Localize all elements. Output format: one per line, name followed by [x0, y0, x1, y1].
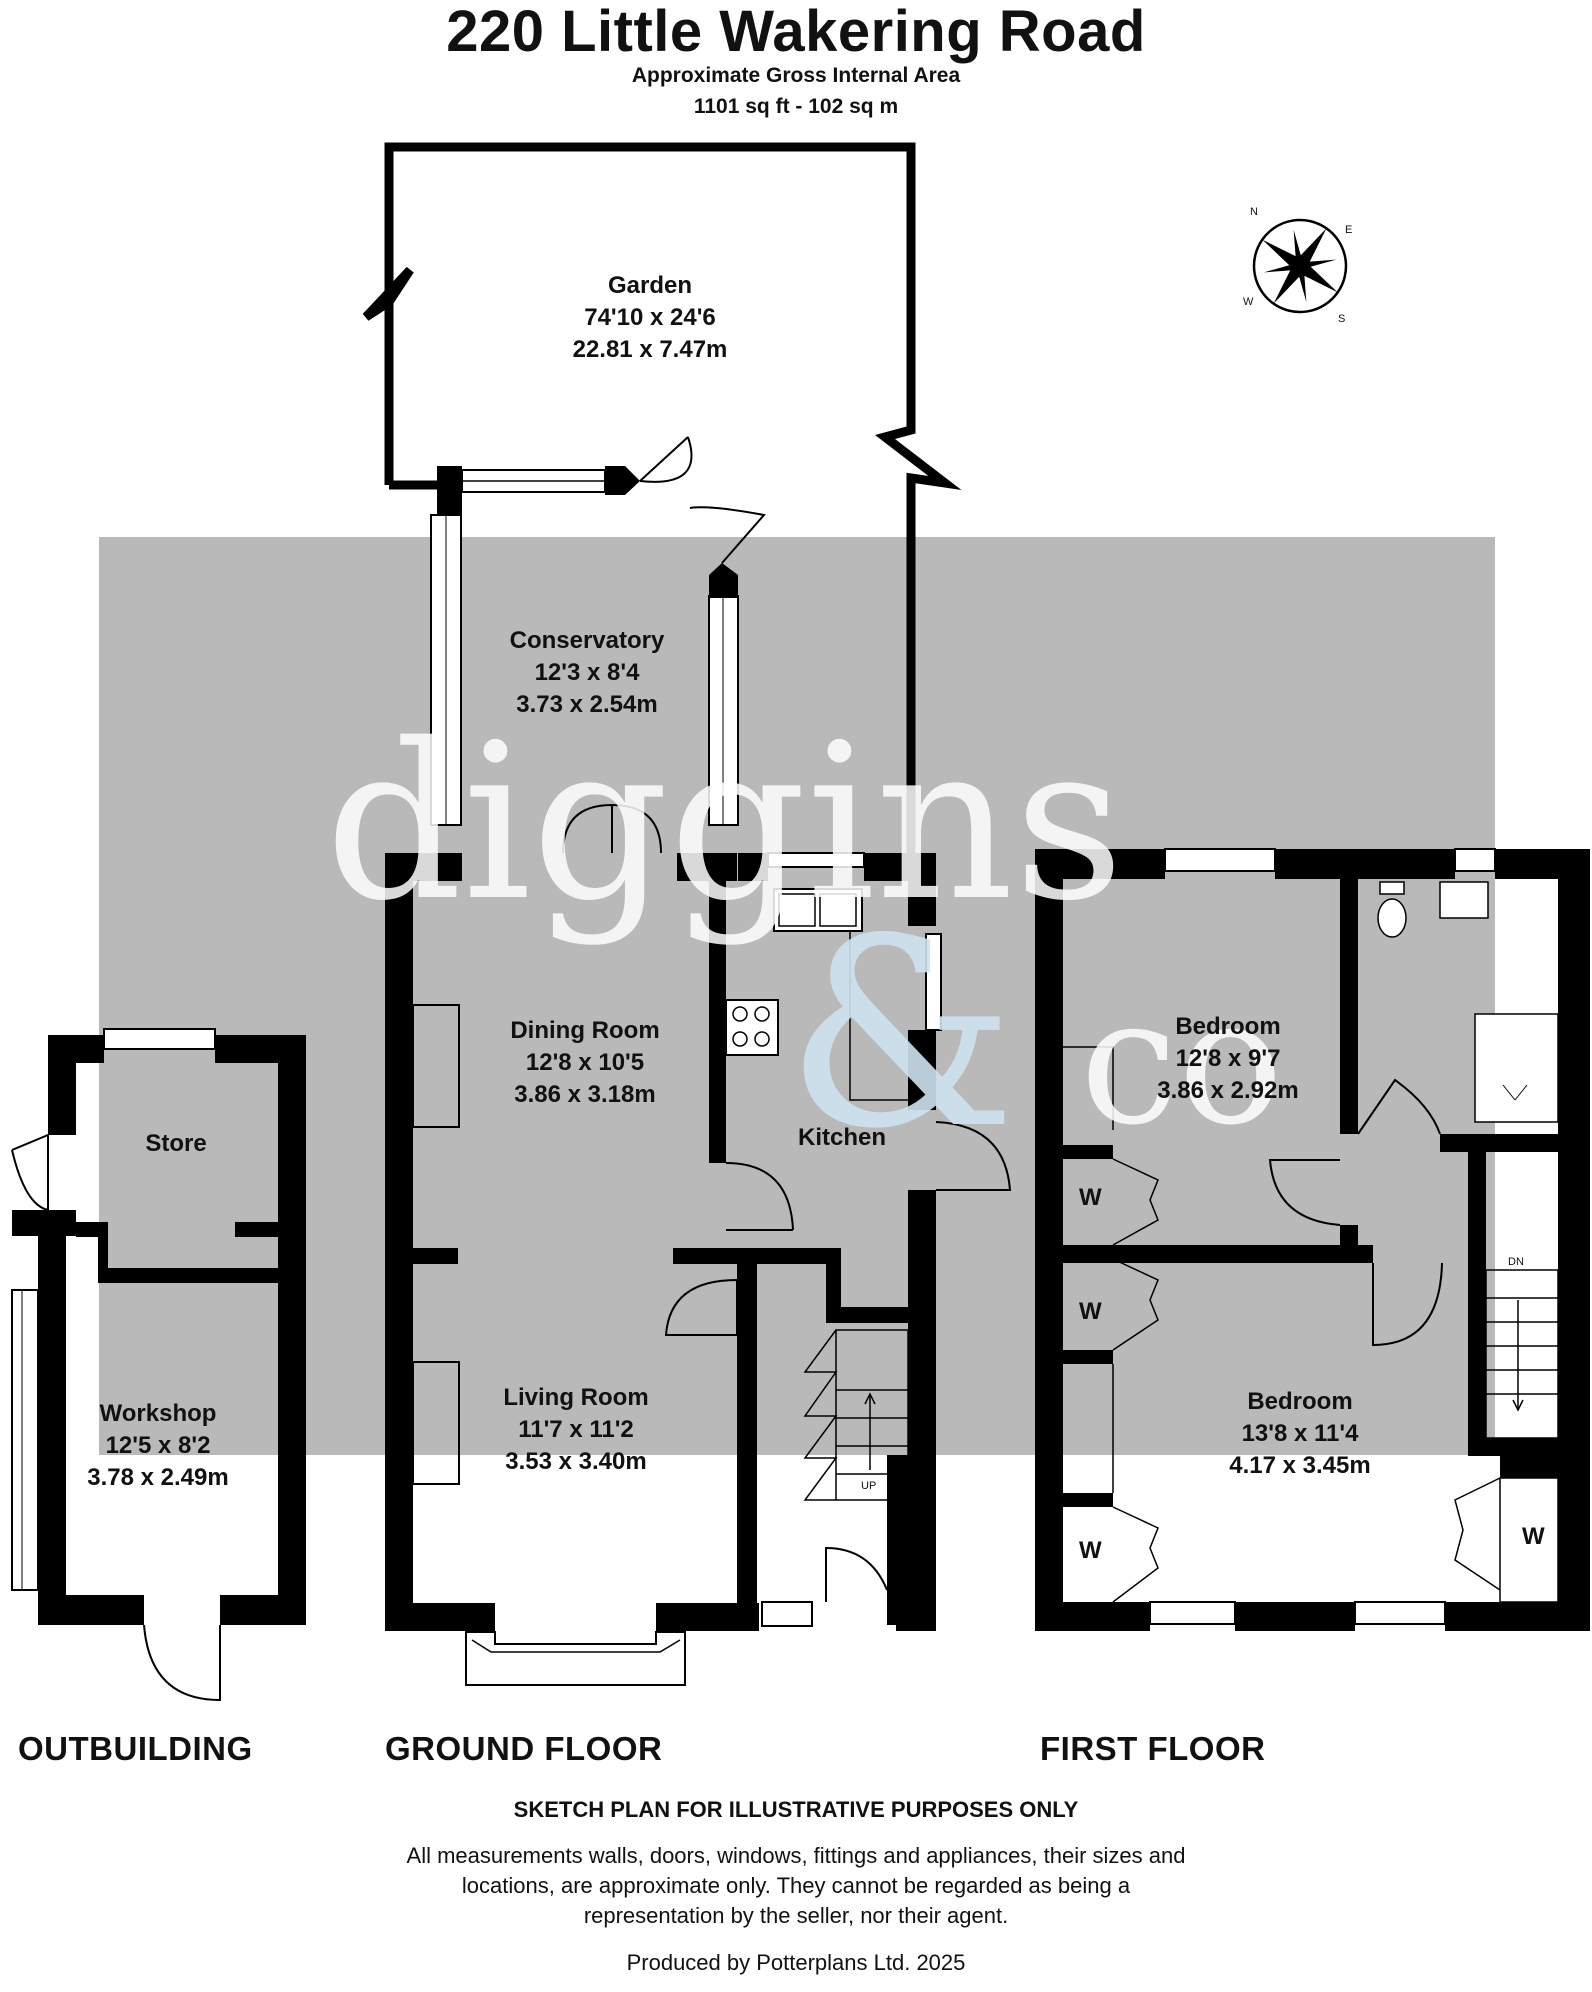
- room-size-metric: 4.17 x 3.45m: [1229, 1452, 1371, 1479]
- room-size-imperial: 13'8 x 11'4: [1241, 1420, 1359, 1447]
- room-name: Bedroom: [1175, 1013, 1281, 1040]
- room-name: Living Room: [503, 1384, 649, 1411]
- stairs-down-label: DN: [1508, 1256, 1524, 1268]
- watermark-suffix: co: [1080, 961, 1284, 1164]
- room-size-imperial: 11'7 x 11'2: [518, 1416, 634, 1443]
- room-size-imperial: 74'10 x 24'6: [584, 304, 716, 331]
- compass-e-label: E: [1345, 224, 1353, 236]
- room-size-imperial: 12'3 x 8'4: [534, 659, 640, 686]
- stairs-ground: [803, 1329, 909, 1501]
- watermark-logo: diggins: [325, 715, 1124, 930]
- room-name: Garden: [607, 272, 693, 299]
- room-name: Conservatory: [509, 627, 665, 654]
- room-size-metric: 3.86 x 3.18m: [514, 1081, 656, 1108]
- watermark-word: diggins: [325, 697, 1125, 948]
- compass-n-label: N: [1250, 206, 1258, 218]
- producer-credit: Produced by Potterplans Ltd. 2025: [626, 1950, 966, 1975]
- outbuilding-walls: [12, 1035, 306, 1625]
- room-size-metric: 3.53 x 3.40m: [505, 1448, 647, 1475]
- room-size-metric: 22.81 x 7.47m: [572, 336, 728, 363]
- wardrobe-label: W: [1522, 1523, 1545, 1550]
- watermark-band: [99, 537, 1495, 1455]
- area-value: 1101 sq ft - 102 sq m: [693, 95, 899, 118]
- room-living: Living Room 11'7 x 11'2 3.53 x 3.40m: [426, 1382, 726, 1478]
- wardrobe-label: W: [1079, 1537, 1102, 1564]
- area-label: Approximate Gross Internal Area: [631, 64, 961, 87]
- plan-title: 220 Little Wakering Road: [446, 0, 1146, 64]
- compass-s-label: S: [1338, 313, 1346, 325]
- room-dining: Dining Room 12'8 x 10'5 3.86 x 3.18m: [435, 1015, 735, 1111]
- room-store: Store: [26, 1128, 326, 1160]
- sketch-notice: SKETCH PLAN FOR ILLUSTRATIVE PURPOSES ON…: [513, 1797, 1079, 1822]
- room-bedroom-2: Bedroom 13'8 x 11'4 4.17 x 3.45m: [1150, 1386, 1450, 1482]
- floor-label-first: FIRST FLOOR: [1040, 1730, 1266, 1767]
- wardrobe-label: W: [1079, 1184, 1102, 1211]
- disclaimer-text: All measurements walls, doors, windows, …: [406, 1843, 1186, 1928]
- watermark-ampersand: &: [785, 884, 1017, 1186]
- room-size-metric: 3.86 x 2.92m: [1157, 1077, 1299, 1104]
- room-bedroom-1: Bedroom 12'8 x 9'7 3.86 x 2.92m: [1078, 1011, 1378, 1107]
- room-name: Workshop: [99, 1400, 217, 1427]
- room-kitchen: Kitchen: [692, 1122, 992, 1154]
- room-name: Dining Room: [510, 1017, 660, 1044]
- floor-label-outbuilding: OUTBUILDING: [18, 1730, 253, 1767]
- room-size-imperial: 12'8 x 10'5: [525, 1049, 645, 1076]
- room-size-imperial: 12'8 x 9'7: [1175, 1045, 1281, 1072]
- stairs-first: [1485, 1269, 1559, 1439]
- first-floor-walls: [1035, 849, 1590, 1631]
- room-name: Bedroom: [1247, 1388, 1353, 1415]
- stairs-up-label: UP: [861, 1480, 877, 1492]
- room-size-metric: 3.78 x 2.49m: [87, 1464, 229, 1491]
- room-name: Store: [145, 1130, 207, 1157]
- room-size-metric: 3.73 x 2.54m: [516, 691, 658, 718]
- room-size-imperial: 12'5 x 8'2: [105, 1432, 211, 1459]
- room-garden: Garden 74'10 x 24'6 22.81 x 7.47m: [500, 270, 800, 366]
- room-workshop: Workshop 12'5 x 8'2 3.78 x 2.49m: [8, 1398, 308, 1494]
- floor-label-ground: GROUND FLOOR: [385, 1730, 663, 1767]
- compass-rose-icon: [1252, 218, 1348, 314]
- room-conservatory: Conservatory 12'3 x 8'4 3.73 x 2.54m: [437, 625, 737, 721]
- wardrobe-label: W: [1079, 1298, 1102, 1325]
- ground-floor-walls: [385, 853, 936, 1644]
- compass-w-label: W: [1243, 296, 1254, 308]
- room-name: Kitchen: [797, 1124, 886, 1151]
